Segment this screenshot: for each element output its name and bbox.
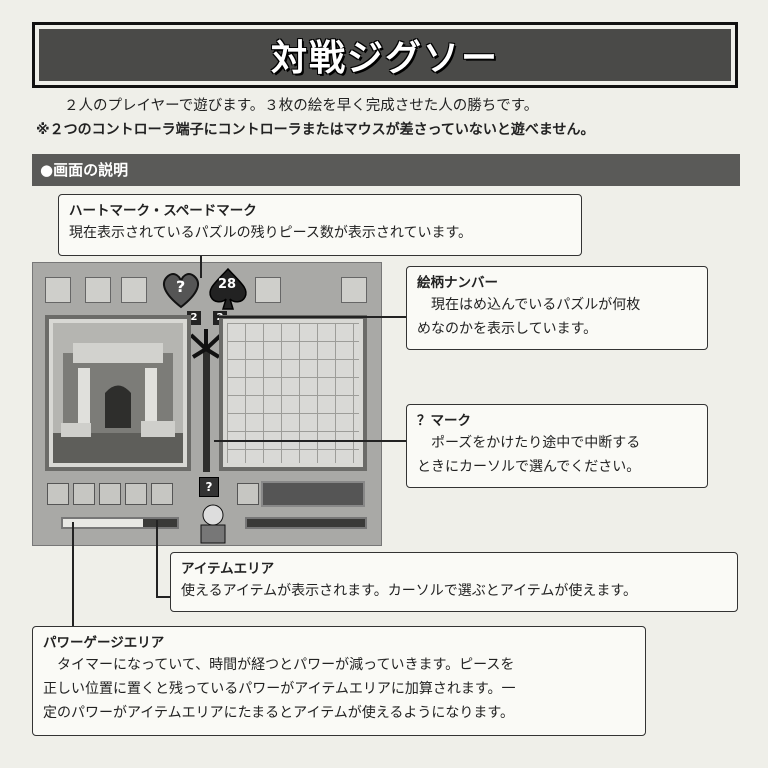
player1-puzzle-board bbox=[45, 315, 191, 471]
callout-picture-number-body-2: めなのかを表示しています。 bbox=[417, 321, 598, 337]
item-slot[interactable] bbox=[125, 483, 147, 505]
character-sprite bbox=[200, 504, 226, 544]
leader-line bbox=[214, 440, 406, 442]
callout-question-mark-body-1: ポーズをかけたり途中で中断する bbox=[431, 435, 641, 451]
callout-item-area: アイテムエリア 使えるアイテムが表示されます。カーソルで選ぶとアイテムが使えます… bbox=[170, 552, 738, 612]
callout-power-gauge-title: パワーゲージエリア bbox=[43, 635, 165, 651]
item-slot[interactable] bbox=[151, 483, 173, 505]
callout-heart-spade-title: ハートマーク・スペードマーク bbox=[69, 203, 257, 219]
callout-picture-number-body-1: 現在はめ込んでいるパズルが何枚 bbox=[431, 297, 641, 313]
section-heading: ●画面の説明 bbox=[32, 154, 740, 186]
player2-puzzle-board bbox=[219, 315, 367, 471]
callout-power-gauge-body-2: 正しい位置に置くと残っているパワーがアイテムエリアに加算されます。一 bbox=[43, 681, 516, 697]
piece-tile bbox=[45, 277, 71, 303]
callout-picture-number-title: 絵柄ナンバー bbox=[417, 275, 498, 291]
piece-tile bbox=[121, 277, 147, 303]
callout-question-mark-title: ？マーク bbox=[417, 413, 471, 429]
power-gauge-left-fill bbox=[63, 519, 143, 527]
callout-power-gauge: パワーゲージエリア タイマーになっていて、時間が経つとパワーが減っていきます。ピ… bbox=[32, 626, 646, 736]
callout-question-mark: ？マーク ポーズをかけたり途中で中断する ときにカーソルで選んでください。 bbox=[406, 404, 708, 488]
callout-item-area-body: 使えるアイテムが表示されます。カーソルで選ぶとアイテムが使えます。 bbox=[181, 583, 637, 599]
intro-line-1: ２人のプレイヤーで遊びます。３枚の絵を早く完成させた人の勝ちです。 bbox=[64, 98, 539, 114]
item-slot[interactable] bbox=[47, 483, 69, 505]
power-gauge-left bbox=[61, 517, 179, 529]
item-slot[interactable] bbox=[73, 483, 95, 505]
power-gauge-right bbox=[245, 517, 367, 529]
spade-icon bbox=[209, 267, 247, 310]
piece-tile bbox=[255, 277, 281, 303]
heart-remaining: ? bbox=[176, 277, 186, 296]
jigsaw-grid bbox=[227, 323, 359, 463]
leader-line bbox=[214, 316, 406, 318]
game-screenshot: ? 28 2 2 ? bbox=[32, 262, 382, 546]
heart-icon bbox=[163, 273, 199, 309]
leader-line bbox=[156, 596, 170, 598]
item-area-right bbox=[261, 481, 365, 507]
callout-question-mark-body-2: ときにカーソルで選んでください。 bbox=[417, 459, 641, 475]
piece-tile bbox=[341, 277, 367, 303]
item-slot[interactable] bbox=[99, 483, 121, 505]
callout-item-area-title: アイテムエリア bbox=[181, 561, 275, 577]
piece-tile bbox=[85, 277, 111, 303]
callout-picture-number: 絵柄ナンバー 現在はめ込んでいるパズルが何枚 めなのかを表示しています。 bbox=[406, 266, 708, 350]
callout-power-gauge-body-1: タイマーになっていて、時間が経つとパワーが減っていきます。ピースを bbox=[57, 657, 515, 673]
page-title: 対戦ジグソー bbox=[270, 38, 499, 79]
callout-heart-spade-body: 現在表示されているパズルの残りピース数が表示されています。 bbox=[69, 225, 473, 241]
leader-line bbox=[200, 256, 202, 278]
intro-text: ２人のプレイヤーで遊びます。３枚の絵を早く完成させた人の勝ちです。 ※２つのコン… bbox=[36, 94, 736, 142]
ruins-picture bbox=[53, 323, 183, 463]
spade-remaining: 28 bbox=[218, 277, 237, 292]
palm-tree-timer bbox=[191, 329, 221, 472]
leader-line bbox=[156, 520, 158, 598]
question-mark-button[interactable]: ? bbox=[199, 477, 219, 497]
ruins-illustration bbox=[53, 323, 183, 463]
leader-line bbox=[72, 522, 74, 628]
intro-line-2-warning: ※２つのコントローラ端子にコントローラまたはマウスが差さっていないと遊べません。 bbox=[36, 122, 595, 138]
title-banner-inner: 対戦ジグソー bbox=[39, 29, 731, 81]
item-slot[interactable] bbox=[237, 483, 259, 505]
callout-heart-spade: ハートマーク・スペードマーク 現在表示されているパズルの残りピース数が表示されて… bbox=[58, 194, 582, 256]
title-banner: 対戦ジグソー bbox=[32, 22, 738, 88]
callout-power-gauge-body-3: 定のパワーがアイテムエリアにたまるとアイテムが使えるようになります。 bbox=[43, 705, 514, 721]
